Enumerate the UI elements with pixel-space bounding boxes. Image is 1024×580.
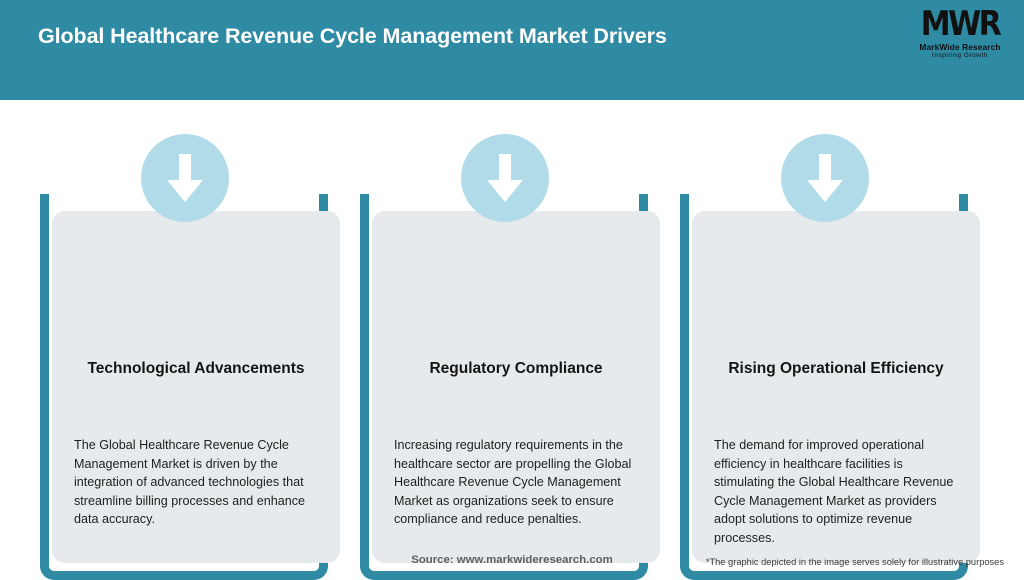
driver-card: Rising Operational Efficiency The demand… bbox=[680, 134, 980, 580]
card-panel: Regulatory Compliance Increasing regulat… bbox=[372, 211, 660, 563]
card-description: Increasing regulatory requirements in th… bbox=[394, 438, 632, 527]
source-label: Source: www.markwideresearch.com bbox=[411, 554, 613, 566]
card-description: The demand for improved operational effi… bbox=[714, 438, 954, 545]
logo-monogram: MWR bbox=[920, 4, 1002, 44]
card-panel: Technological Advancements The Global He… bbox=[52, 211, 340, 563]
brand-logo: MWR MarkWide Research Inspiring Growth bbox=[912, 4, 1008, 66]
logo-tagline: Inspiring Growth bbox=[931, 52, 989, 59]
driver-card: Technological Advancements The Global He… bbox=[40, 134, 340, 580]
down-arrow-icon bbox=[165, 152, 205, 204]
logo-company-name: MarkWide Research bbox=[919, 42, 1001, 52]
header-banner: Global Healthcare Revenue Cycle Manageme… bbox=[0, 0, 1024, 100]
driver-card: Regulatory Compliance Increasing regulat… bbox=[360, 134, 660, 580]
down-arrow-icon bbox=[485, 152, 525, 204]
card-icon-badge bbox=[141, 134, 229, 222]
disclaimer-note: *The graphic depicted in the image serve… bbox=[705, 557, 1004, 567]
card-title: Technological Advancements bbox=[87, 360, 305, 377]
card-icon-badge bbox=[461, 134, 549, 222]
card-title: Regulatory Compliance bbox=[429, 360, 603, 377]
card-title: Rising Operational Efficiency bbox=[728, 360, 944, 377]
card-icon-badge bbox=[781, 134, 869, 222]
card-panel: Rising Operational Efficiency The demand… bbox=[692, 211, 980, 563]
page-title: Global Healthcare Revenue Cycle Manageme… bbox=[38, 24, 667, 48]
driver-card-group: Technological Advancements The Global He… bbox=[0, 100, 1024, 580]
card-description: The Global Healthcare Revenue Cycle Mana… bbox=[74, 438, 306, 527]
down-arrow-icon bbox=[805, 152, 845, 204]
